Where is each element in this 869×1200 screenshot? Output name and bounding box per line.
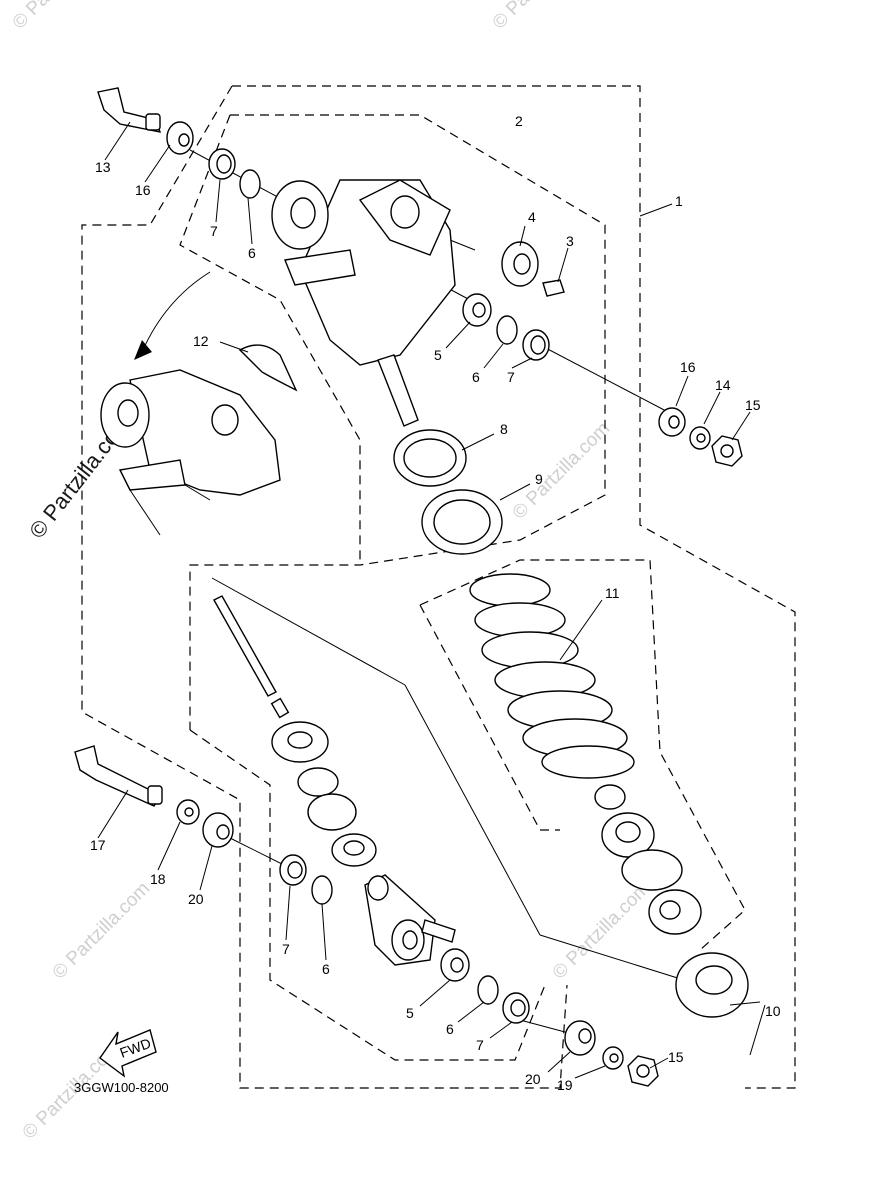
bushing-lower	[440, 948, 470, 982]
callout-6-lower-left: 6	[322, 961, 330, 977]
fwd-arrow: FWD	[99, 1029, 157, 1078]
circlip-lower-right	[477, 975, 499, 1005]
watermark-top-left: © Partzilla.com	[9, 0, 114, 34]
upper-bolt	[97, 87, 162, 133]
callout-2: 2	[515, 113, 523, 129]
oil-seal-mid	[522, 329, 550, 361]
lower-clevis	[364, 874, 456, 966]
leader-lines	[97, 121, 766, 1079]
upper-bushing-left	[208, 148, 236, 180]
callout-5-upper: 5	[434, 347, 442, 363]
callout-14: 14	[715, 377, 731, 393]
lower-collar-right	[564, 1020, 596, 1056]
assembly-boundaries	[81, 85, 796, 1089]
lower-nut	[627, 1055, 659, 1087]
diagram-code: 3GGW100-8200	[74, 1080, 169, 1095]
lower-washer-right	[602, 1046, 624, 1070]
callout-3: 3	[566, 233, 574, 249]
callout-17: 17	[90, 837, 106, 853]
callout-15-upper: 15	[745, 397, 761, 413]
watermark-mid-right: © Partzilla.com	[509, 418, 614, 523]
spring-guide	[675, 952, 761, 1018]
right-washer	[689, 426, 711, 450]
alt-view-shock	[100, 369, 281, 536]
shock-body	[271, 179, 456, 427]
callout-19: 19	[557, 1077, 573, 1093]
callout-18: 18	[150, 871, 166, 887]
oil-seal-lower-right	[502, 992, 530, 1024]
lock-ring-upper	[393, 429, 467, 487]
callout-5-lower: 5	[406, 1005, 414, 1021]
callout-20-right: 20	[525, 1071, 541, 1087]
upper-collar	[166, 121, 194, 155]
spring-seat-stack	[594, 784, 702, 935]
cover	[238, 344, 298, 392]
lower-collar-left	[202, 812, 234, 848]
right-collar	[658, 407, 686, 437]
callout-8: 8	[500, 421, 508, 437]
callout-7-lower-right: 7	[476, 1037, 484, 1053]
callout-15-lower: 15	[668, 1049, 684, 1065]
coil-spring	[469, 573, 635, 779]
damper-rod-internals	[213, 595, 377, 867]
lock-ring-lower	[421, 489, 503, 555]
callout-11: 11	[605, 585, 620, 601]
oil-seal-lower-left	[279, 854, 307, 886]
callout-20-left: 20	[188, 891, 204, 907]
callout-6-upper: 6	[248, 245, 256, 261]
callout-12: 12	[193, 333, 209, 349]
callout-7-lower-left: 7	[282, 941, 290, 957]
callouts: 13 16 7 6 2 4 3 1 12 5 6 7 16 14 15 8 9 …	[90, 113, 781, 1093]
adjuster-screw	[542, 279, 565, 297]
lower-washer	[176, 799, 200, 825]
callout-7-upper: 7	[210, 223, 218, 239]
right-nut	[711, 435, 743, 467]
bushing-mid	[462, 293, 492, 327]
direction-arrow	[134, 271, 211, 360]
circlip-lower-left	[311, 875, 333, 905]
callout-1: 1	[675, 193, 683, 209]
callout-9: 9	[535, 471, 543, 487]
adjuster-gear	[501, 241, 539, 287]
callout-6-lower-right: 6	[446, 1021, 454, 1037]
callout-6-mid: 6	[472, 369, 480, 385]
watermark-lower-left: © Partzilla.com	[49, 878, 154, 983]
callout-16-right: 16	[680, 359, 696, 375]
lower-bolt	[74, 745, 163, 807]
circlip-mid	[496, 315, 518, 345]
callout-13: 13	[95, 159, 111, 175]
callout-16-upper: 16	[135, 182, 151, 198]
upper-circlip-left	[239, 169, 261, 199]
callout-7-mid: 7	[507, 369, 515, 385]
watermark-lower-right: © Partzilla.com	[549, 878, 654, 983]
callout-10: 10	[765, 1003, 781, 1019]
watermark-top-mid: © Partzilla.com	[489, 0, 594, 34]
callout-4: 4	[528, 209, 536, 225]
